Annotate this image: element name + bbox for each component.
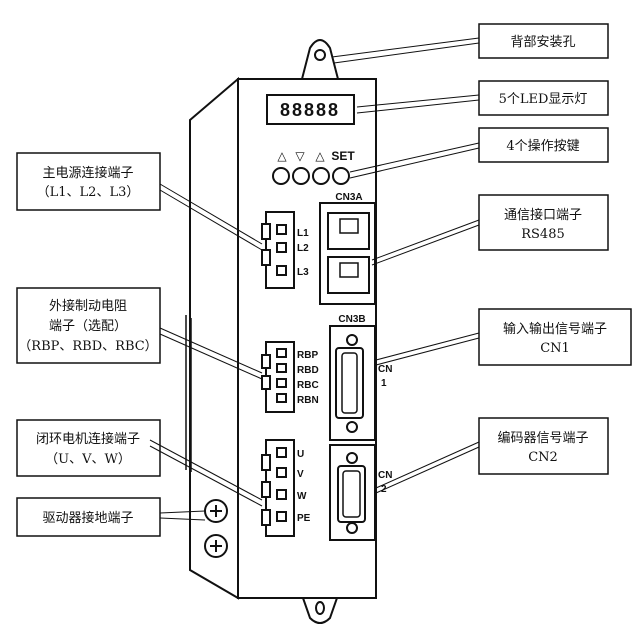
pin-rbp: RBP: [297, 350, 318, 361]
pin-rbd: RBD: [297, 365, 319, 376]
callout-ground-text: 驱动器接地端子: [42, 510, 133, 526]
callout-motor-text-1: 闭环电机连接端子: [36, 431, 140, 447]
callout-io-port: 输入输出信号端子 CN1: [478, 308, 632, 366]
mounting-hole-top: [300, 39, 340, 80]
key-down-button[interactable]: [292, 167, 310, 185]
pin-w: W: [297, 491, 307, 502]
callout-brake-text-3: （RBP、RBD、RBC）: [18, 339, 157, 354]
callout-power-text-2: （L1、L2、L3）: [37, 185, 140, 200]
pin-rbn: RBN: [297, 395, 319, 406]
callout-encoder-text-2: CN2: [528, 450, 558, 465]
key-shift-button[interactable]: [312, 167, 330, 185]
led-digits: 88888: [280, 100, 340, 120]
callout-main-power: 主电源连接端子 （L1、L2、L3）: [16, 152, 161, 211]
pin-pe: PE: [297, 513, 311, 524]
ground-screws: [204, 499, 228, 558]
key-set-button[interactable]: [332, 167, 350, 185]
key-set-label: SET: [331, 149, 355, 163]
pin-l1: L1: [297, 228, 309, 239]
pin-l3: L3: [297, 267, 309, 278]
led-display: 88888: [266, 94, 355, 125]
key-shift-icon: △: [315, 149, 325, 163]
leader-lines: [149, 37, 480, 521]
callout-keys: 4个操作按键: [478, 127, 609, 163]
callout-encoder-port: 编码器信号端子 CN2: [478, 417, 609, 475]
mounting-hole-bottom: [301, 597, 339, 624]
callout-led-text: 5个LED显示灯: [499, 92, 588, 107]
callout-io-text-2: CN1: [540, 341, 570, 356]
cn2-label-a: CN: [378, 470, 392, 481]
pin-v: V: [297, 469, 304, 480]
callout-brake-resistor: 外接制动电阻 端子（选配） （RBP、RBD、RBC）: [16, 287, 161, 364]
brake-resistor-terminal: [261, 341, 295, 413]
key-down-icon: ▽: [295, 149, 305, 163]
key-up-button[interactable]: [272, 167, 290, 185]
callout-encoder-text-1: 编码器信号端子: [497, 431, 588, 446]
pin-u: U: [297, 449, 304, 460]
callout-ground: 驱动器接地端子: [16, 497, 161, 537]
callout-mounting-hole: 背部安装孔: [478, 23, 609, 59]
rs485-port-block: [319, 202, 376, 305]
callout-comm-text-1: 通信接口端子: [504, 207, 582, 223]
cn1-label-b: 1: [381, 378, 387, 389]
cn1-port-block: [329, 325, 376, 441]
key-up-icon: △: [277, 149, 287, 163]
callout-io-text-1: 输入输出信号端子: [503, 321, 607, 337]
callout-mounting-hole-text: 背部安装孔: [510, 35, 575, 50]
callout-led-display: 5个LED显示灯: [478, 80, 609, 116]
operation-keys: [272, 167, 350, 185]
callout-brake-text-1: 外接制动电阻: [49, 298, 127, 314]
cn3b-label: CN3B: [338, 314, 365, 325]
callout-comm-port: 通信接口端子 RS485: [478, 194, 609, 251]
cn2-port-block: [329, 444, 376, 541]
motor-terminal: [261, 439, 295, 537]
main-power-terminal: [261, 211, 295, 289]
callout-motor-terminal: 闭环电机连接端子 （U、V、W）: [16, 419, 161, 477]
cn3a-label: CN3A: [335, 192, 362, 203]
callout-motor-text-2: （U、V、W）: [45, 452, 131, 467]
key-labels: △ ▽ △ SET: [277, 149, 355, 163]
callout-power-text-1: 主电源连接端子: [42, 165, 133, 181]
pin-l2: L2: [297, 243, 309, 254]
pin-rbc: RBC: [297, 380, 319, 391]
cn1-label-a: CN: [378, 364, 392, 375]
callout-keys-text: 4个操作按键: [506, 138, 579, 154]
callout-brake-text-2: 端子（选配）: [49, 319, 127, 334]
callout-comm-text-2: RS485: [521, 227, 565, 242]
